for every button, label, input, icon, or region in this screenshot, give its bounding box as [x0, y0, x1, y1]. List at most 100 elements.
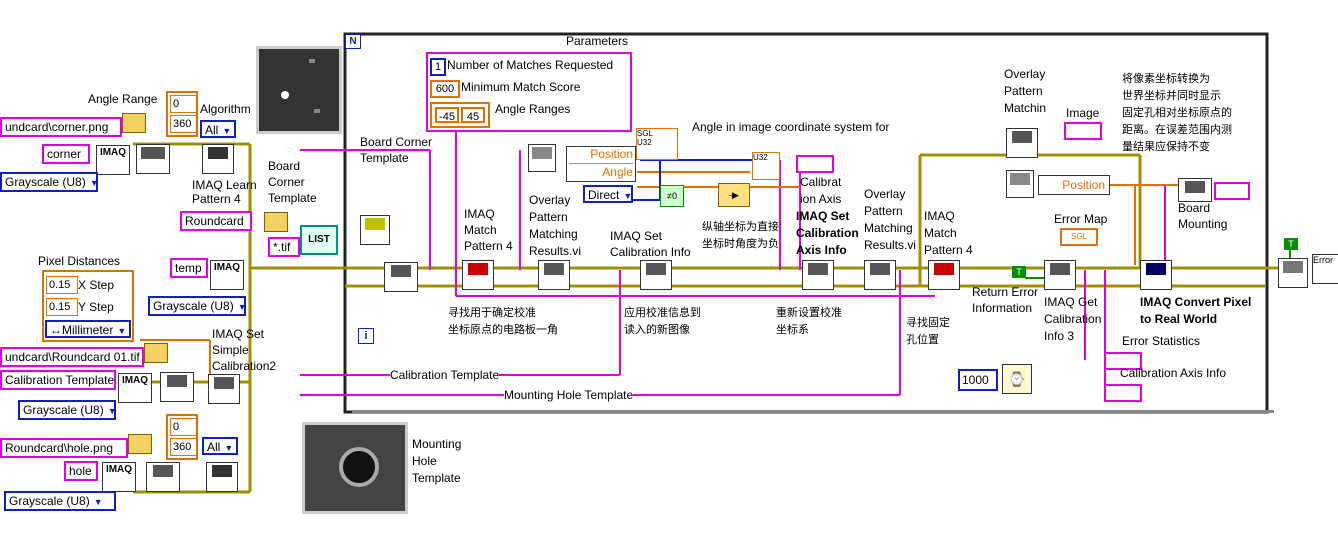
- matches-value[interactable]: 1: [430, 58, 446, 76]
- select-node[interactable]: ≠0: [660, 185, 684, 207]
- convert-pixel-vi[interactable]: [1140, 260, 1172, 290]
- params-title: Parameters: [566, 34, 629, 48]
- calibration-template-string[interactable]: Calibration Template: [0, 370, 116, 390]
- algorithm-enum-2[interactable]: All▼: [202, 437, 238, 455]
- error-stats-label: Error Statistics: [1122, 334, 1201, 348]
- angle-ranges-box[interactable]: -45 45: [430, 102, 490, 128]
- frame-label: N: [345, 34, 361, 49]
- tif-pattern[interactable]: *.tif: [268, 237, 300, 257]
- error-stats-indicator: [1104, 352, 1142, 370]
- x-step-value[interactable]: 0.15: [46, 276, 78, 294]
- unbundle-node[interactable]: Position Angle: [566, 146, 636, 182]
- error-indicator: Error: [1312, 254, 1338, 284]
- angle-min[interactable]: -45: [435, 107, 459, 123]
- imaq-create-hole[interactable]: IMAQ: [102, 462, 136, 492]
- roundcard-string[interactable]: Roundcard: [180, 211, 252, 231]
- overlay-vi-2[interactable]: [864, 260, 896, 290]
- angle-range-label: Angle Range: [88, 92, 158, 106]
- read-file-vi-3[interactable]: [146, 462, 180, 492]
- read-file-vi-2[interactable]: [160, 372, 194, 402]
- set-simple-calib-vi[interactable]: [208, 374, 240, 404]
- negate-node[interactable]: -▶: [718, 183, 750, 207]
- score-value[interactable]: 600: [430, 80, 460, 98]
- imaq-create-corner[interactable]: IMAQ: [96, 145, 130, 175]
- copy-image-vi[interactable]: [384, 262, 418, 292]
- corner-thumbnail: [256, 46, 342, 134]
- imaq-create-calib[interactable]: IMAQ: [118, 373, 152, 403]
- grayscale-enum-4[interactable]: Grayscale (U8)▼: [4, 491, 116, 511]
- hole-angle-min[interactable]: 0: [170, 418, 198, 436]
- build-cluster-2[interactable]: U32: [752, 152, 780, 180]
- decision-vi[interactable]: [360, 215, 390, 245]
- get-calib-vi[interactable]: [1044, 260, 1076, 290]
- info-icon: i: [358, 328, 374, 344]
- position2-field: Position: [1062, 178, 1105, 192]
- match-pattern-vi-1[interactable]: [462, 260, 494, 290]
- corner-name[interactable]: corner: [42, 144, 90, 164]
- set-axis-vi[interactable]: [802, 260, 834, 290]
- unbundle-position[interactable]: Position: [1038, 175, 1110, 195]
- folder-icon-3: [144, 343, 168, 363]
- true-const: T: [1012, 266, 1026, 278]
- match-pattern-vi-2[interactable]: [928, 260, 960, 290]
- index-array-vi-2[interactable]: [1006, 170, 1034, 198]
- params-cluster[interactable]: 1 Number of Matches Requested 600 Minimu…: [426, 52, 632, 132]
- angle-field: Angle: [602, 165, 633, 179]
- dispose-vi[interactable]: [1278, 258, 1308, 288]
- angle-range-max[interactable]: 360: [170, 115, 198, 133]
- angle-range-cluster[interactable]: 0 360: [166, 91, 198, 137]
- imaq-create-temp[interactable]: IMAQ: [210, 260, 244, 290]
- y-step-value[interactable]: 0.15: [46, 298, 78, 316]
- build-array-vi[interactable]: [1178, 178, 1212, 202]
- y-note: 纵轴坐标为直接坐标时角度为负: [702, 220, 779, 250]
- overlay-vi-3[interactable]: [1006, 128, 1038, 158]
- grayscale-enum-3[interactable]: Grayscale (U8)▼: [18, 400, 117, 420]
- angle-range-min[interactable]: 0: [170, 95, 198, 113]
- read-file-vi[interactable]: [136, 144, 170, 174]
- hole-name[interactable]: hole: [64, 461, 98, 481]
- y-step-label: Y Step: [78, 300, 114, 314]
- learn-pattern-vi[interactable]: [202, 144, 234, 174]
- error-map-indicator: SGL: [1060, 228, 1098, 246]
- corner-path[interactable]: undcard\corner.png: [0, 117, 122, 137]
- grayscale-enum-1[interactable]: Grayscale (U8)▼: [0, 172, 99, 192]
- roundcard01-path[interactable]: undcard\Roundcard 01.tif: [0, 347, 144, 367]
- angle-max[interactable]: 45: [461, 107, 485, 123]
- list-folder-vi[interactable]: LIST: [300, 225, 338, 255]
- overlay-vi-1[interactable]: [538, 260, 570, 290]
- hole-angle-max[interactable]: 360: [170, 438, 198, 456]
- algorithm-enum[interactable]: All▼: [200, 120, 236, 138]
- x-step-label: X Step: [78, 278, 115, 292]
- note3: 重新设置校准坐标系: [776, 306, 842, 336]
- grayscale-enum-2[interactable]: Grayscale (U8)▼: [148, 296, 247, 316]
- set-calib-info-vi[interactable]: [640, 260, 672, 290]
- wait-const[interactable]: 1000: [958, 369, 998, 391]
- folder-icon-4: [128, 434, 152, 454]
- image-indicator: [1064, 122, 1102, 140]
- note2: 应用校准信息到读入的新图像: [624, 306, 701, 336]
- algorithm-label: Algorithm: [200, 102, 251, 116]
- unit-enum[interactable]: ↔Millimeter▼: [45, 320, 131, 338]
- pixel-distances-cluster[interactable]: 0.15 X Step 0.15 Y Step ↔Millimeter▼: [42, 270, 134, 342]
- hole-angle-cluster[interactable]: 0 360: [166, 414, 198, 460]
- direct-enum[interactable]: Direct▼: [583, 185, 633, 203]
- index-array-vi[interactable]: [528, 144, 556, 172]
- temp-string[interactable]: temp: [170, 258, 208, 278]
- hole-thumbnail: [302, 422, 408, 514]
- wait-vi[interactable]: ⌚: [1002, 364, 1032, 394]
- hole-path[interactable]: Roundcard\hole.png: [0, 438, 128, 458]
- learn-pattern-vi-2[interactable]: [206, 462, 238, 492]
